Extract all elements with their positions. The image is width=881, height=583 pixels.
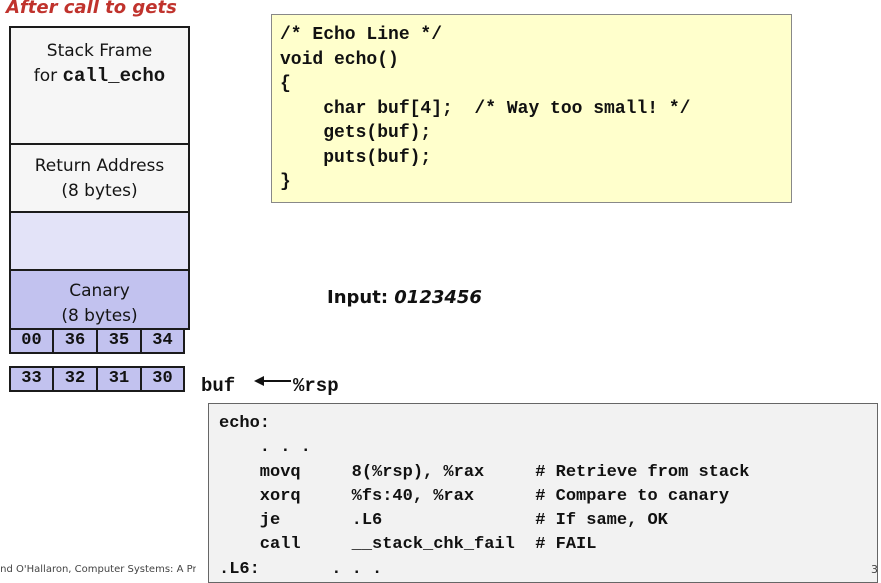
byte-cell: 36 bbox=[52, 328, 98, 354]
rsp-label: %rsp bbox=[293, 375, 339, 397]
buf-label: buf bbox=[201, 375, 236, 397]
canary-label: Canary bbox=[69, 281, 130, 301]
input-caption-value: 0123456 bbox=[394, 287, 482, 308]
slide-title: After call to gets bbox=[6, 0, 177, 18]
byte-cell: 32 bbox=[52, 366, 98, 392]
return-address-block: Return Address (8 bytes) bbox=[9, 143, 190, 213]
canary-block: Canary (8 bytes) bbox=[9, 269, 190, 330]
slide-footer: and O'Hallaron, Computer Systems: A Prog… bbox=[0, 564, 196, 575]
stack-frame-label: Stack Frame bbox=[46, 41, 153, 61]
code-line: } bbox=[280, 172, 291, 192]
canary-byte-row: 00 36 35 34 bbox=[9, 328, 185, 354]
echo-source-code: /* Echo Line */ void echo() { char buf[4… bbox=[271, 14, 792, 203]
byte-cell: 00 bbox=[9, 328, 54, 354]
asm-line: echo: bbox=[219, 414, 271, 433]
left-arrow-icon bbox=[254, 376, 291, 386]
buf-byte-row: 33 32 31 30 bbox=[9, 366, 185, 392]
stack-frame-owner-prefix: for bbox=[33, 66, 63, 86]
byte-cell: 33 bbox=[9, 366, 54, 392]
code-line: /* Echo Line */ bbox=[280, 25, 443, 45]
byte-cell: 35 bbox=[96, 328, 142, 354]
byte-cell: 30 bbox=[140, 366, 185, 392]
return-address-size: (8 bytes) bbox=[61, 181, 138, 201]
stack-frame-owner-code: call_echo bbox=[62, 65, 166, 87]
return-address-label: Return Address bbox=[34, 156, 165, 176]
unused-stack-block bbox=[9, 211, 190, 271]
code-line: { bbox=[280, 74, 291, 94]
stack-frame-block: Stack Frame for call_echo bbox=[9, 26, 190, 145]
canary-size: (8 bytes) bbox=[61, 306, 138, 326]
code-line: void echo() bbox=[280, 49, 399, 70]
input-caption-label: Input: bbox=[327, 287, 395, 308]
asm-line: .L6: . . . bbox=[219, 559, 383, 579]
byte-cell: 34 bbox=[140, 328, 185, 354]
echo-assembly-code: echo: . . . movq 8(%rsp), %rax # Retriev… bbox=[208, 403, 878, 583]
asm-line: xorq %fs:40, %rax # Compare to canary bbox=[219, 486, 730, 506]
code-line: puts(buf); bbox=[280, 147, 432, 168]
byte-cell: 31 bbox=[96, 366, 142, 392]
asm-line: movq 8(%rsp), %rax # Retrieve from stack bbox=[219, 462, 750, 482]
asm-line: . . . bbox=[219, 438, 311, 458]
code-line: gets(buf); bbox=[280, 123, 432, 143]
asm-line: je .L6 # If same, OK bbox=[219, 511, 668, 531]
stack-frame-owner: for call_echo bbox=[11, 64, 188, 89]
input-caption: Input: 0123456 bbox=[327, 287, 482, 308]
asm-line: call __stack_chk_fail # FAIL bbox=[219, 535, 597, 555]
code-line: char buf[4]; /* Way too small! */ bbox=[280, 98, 691, 119]
page-number: 3 bbox=[871, 563, 878, 576]
